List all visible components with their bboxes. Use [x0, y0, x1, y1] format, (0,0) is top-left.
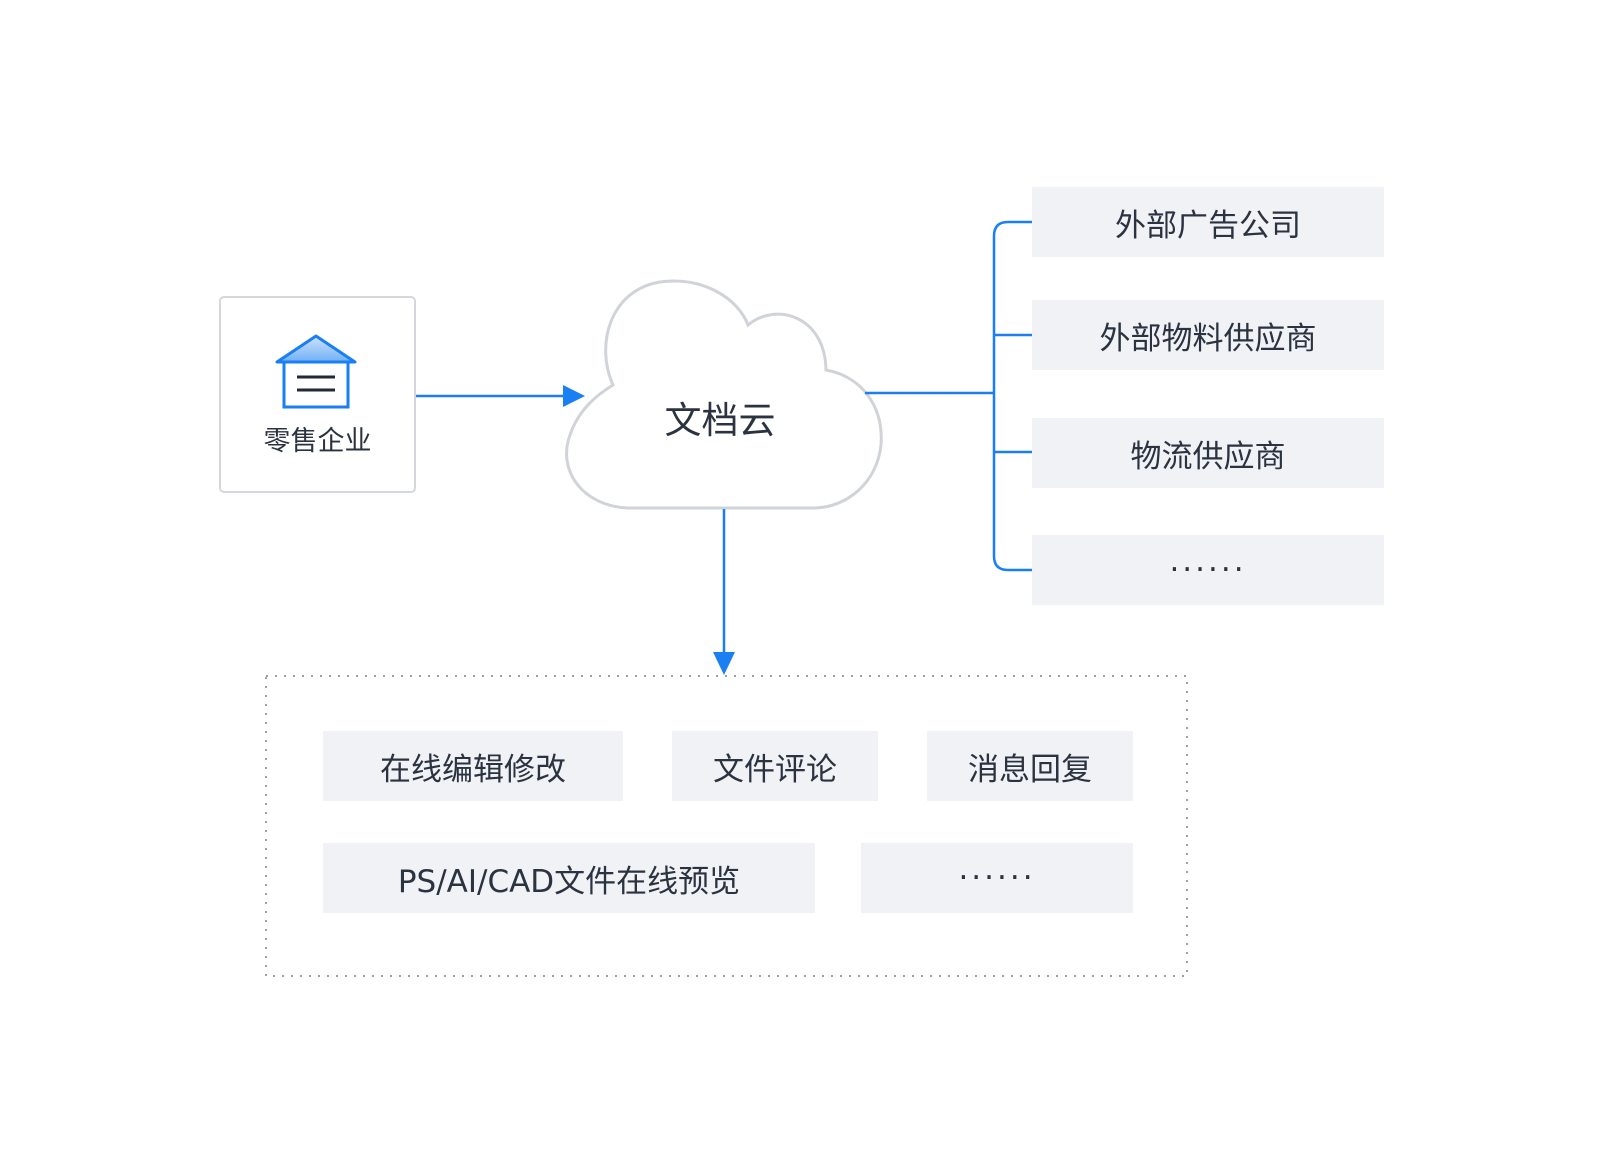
partner-label: 物流供应商 — [1130, 438, 1286, 475]
feature-label: 消息回复 — [968, 751, 1092, 788]
feature-label: PS/AI/CAD文件在线预览 — [397, 863, 741, 900]
feature-label: 文件评论 — [713, 751, 837, 788]
partner-label: 外部物料供应商 — [1099, 320, 1317, 357]
feature-item: ······ — [861, 843, 1133, 913]
partner-more-label: ······ — [1169, 552, 1247, 588]
arrow-source-to-cloud — [416, 385, 585, 407]
arrow-cloud-to-features — [713, 509, 735, 675]
features-container — [265, 675, 1188, 977]
partner-item: ······ — [1032, 535, 1384, 605]
feature-item: PS/AI/CAD文件在线预览 — [323, 843, 815, 913]
partner-item: 外部广告公司 — [1032, 187, 1384, 257]
source-label: 零售企业 — [263, 425, 372, 457]
feature-more-label: ······ — [958, 860, 1036, 896]
feature-item: 消息回复 — [927, 731, 1133, 801]
cloud-shape — [565, 279, 883, 510]
partner-item: 物流供应商 — [1032, 418, 1384, 488]
feature-item: 文件评论 — [672, 731, 878, 801]
store-icon — [275, 334, 357, 409]
feature-item: 在线编辑修改 — [323, 731, 623, 801]
partners-bracket — [992, 220, 1032, 572]
feature-label: 在线编辑修改 — [380, 751, 566, 788]
partner-item: 外部物料供应商 — [1032, 300, 1384, 370]
partner-label: 外部广告公司 — [1115, 207, 1301, 244]
cloud-label: 文档云 — [664, 399, 776, 442]
